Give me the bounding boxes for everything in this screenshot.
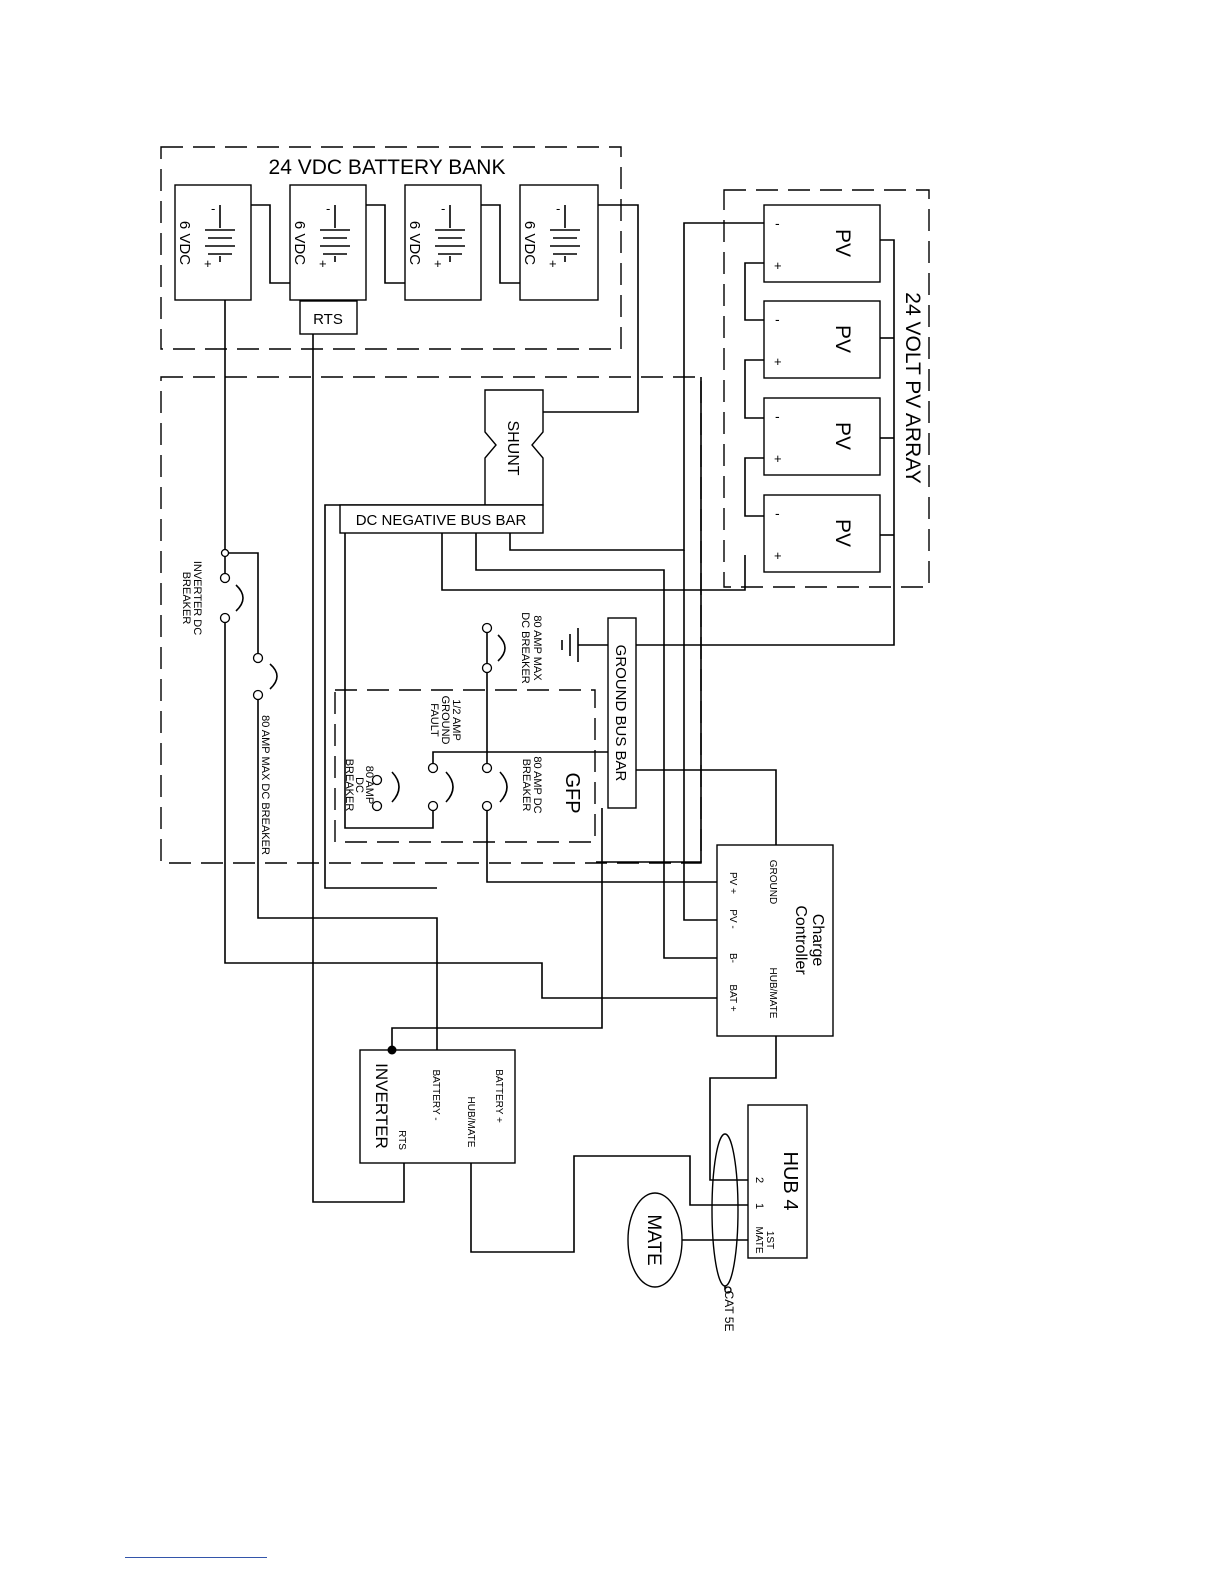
pv-label: PV [831,229,854,257]
gfp-enclosure [334,689,596,843]
inverter-hub-mate-label: HUB/MATE [465,1097,476,1148]
pv-array-enclosure [723,189,930,588]
rts-label: RTS [313,311,343,328]
pv-plus: + [774,354,782,369]
cell-minus: - [211,201,215,216]
hub-first-mate-line-2: MATE [753,1226,764,1253]
cell-minus: - [441,201,445,216]
max-dc-breaker: 80 AMP MAX DC BREAKER [252,652,278,855]
pv-panel-1: PV - + [763,204,881,283]
pv-minus: - [775,215,780,231]
inverter-dc-breaker: INVERTER DC BREAKER [180,548,244,635]
pv-dc-breaker: 80 AMP MAX DC BREAKER [481,612,543,684]
pv-panel-2: PV - + [763,300,881,379]
battery-cell-3: 6 VDC - + [404,184,482,301]
pv-minus: - [775,408,780,424]
cell-label: 6 VDC [521,221,538,265]
cell-minus: - [326,201,330,216]
ground-symbol-icon [561,628,610,662]
shunt: SHUNT [484,389,544,506]
cable-label: CAT 5E [722,1291,736,1332]
shunt-label: SHUNT [504,420,521,475]
gfp-title: GFP [561,772,583,813]
ground-bus-bar-label: GROUND BUS BAR [612,645,629,782]
hub-port-1-label: 1 [753,1203,765,1209]
gfp-breaker-right-line-1: 80 AMP DC [531,756,543,813]
dc-negative-bus-bar: DC NEGATIVE BUS BAR [339,504,544,534]
cell-label: 6 VDC [291,221,308,265]
pv-plus: + [774,258,782,273]
inverter-junction [387,1045,397,1055]
cell-label: 6 VDC [176,221,193,265]
charge-controller-title-1: Charge [809,914,826,967]
max-breaker-label: 80 AMP MAX DC BREAKER [259,715,271,855]
cell-plus: + [549,256,557,271]
battery-bank-enclosure [160,146,622,350]
pv-label: PV [831,519,854,547]
gfp-unit: GFP 1/2 AMP GROUND FAULT 80 AMP DC BREAK… [343,696,583,814]
ground-fault-line-2: GROUND [439,696,451,745]
pv-label: PV [831,325,854,353]
cc-b-minus-label: B- [727,953,738,963]
inverter-battery-minus-label: BATTERY - [430,1069,441,1120]
pv-breaker-line-2: DC BREAKER [519,612,531,684]
charge-controller-title-2: Controller [792,905,809,975]
charge-controller: Charge Controller GROUND HUB/MATE PV + P… [716,844,834,1037]
mate-label: MATE [643,1214,664,1265]
pv-plus: + [774,548,782,563]
battery-bank-title: 24 VDC BATTERY BANK [269,156,506,179]
ground-bus-bar: GROUND BUS BAR [607,617,637,809]
inverter-title: INVERTER [372,1063,391,1149]
pv-label: PV [831,422,854,450]
cell-minus: - [556,201,560,216]
gfp-breaker-right-line-2: BREAKER [520,759,532,812]
inverter-breaker-line-2: BREAKER [180,572,192,625]
cc-pv-minus-label: PV - [727,909,738,928]
pv-panel-3: PV - + [763,397,881,476]
hub-title: HUB 4 [779,1152,801,1211]
hub-port-2-label: 2 [753,1177,765,1183]
cc-pv-plus-label: PV + [727,872,738,894]
inverter-rts-label: RTS [396,1130,407,1150]
gfp-breaker-left-line-3: BREAKER [343,759,355,812]
gfp-breaker-left-line-2: DC [353,777,365,793]
hub-4: HUB 4 2 1 1ST MATE [747,1104,808,1259]
cc-hub-mate-label: HUB/MATE [767,968,778,1019]
battery-cell-2: 6 VDC - + [289,184,367,301]
cat5e-cable-bundle: CAT 5E [711,1133,739,1332]
battery-cell-1: 6 VDC - + [174,184,252,301]
inverter-battery-plus-label: BATTERY + [493,1069,504,1123]
ground-fault-line-3: FAULT [428,703,440,737]
cc-ground-label: GROUND [767,860,778,904]
cell-label: 6 VDC [406,221,423,265]
inverter-breaker-line-1: INVERTER DC [191,561,203,635]
pv-array-title: 24 VOLT PV ARRAY [901,292,924,483]
gfp-breaker-left-line-1: 80 AMP [363,766,375,805]
footnote-separator [125,1557,267,1558]
pv-minus: - [775,505,780,521]
battery-cell-4: 6 VDC - + [519,184,599,301]
cell-plus: + [434,256,442,271]
dc-negative-bus-bar-label: DC NEGATIVE BUS BAR [356,512,527,529]
inverter: INVERTER BATTERY + HUB/MATE BATTERY - RT… [359,1045,516,1164]
ground-fault-line-1: 1/2 AMP [450,699,462,741]
pv-minus: - [775,311,780,327]
pv-breaker-line-1: 80 AMP MAX [531,615,543,681]
cell-plus: + [204,256,212,271]
cell-plus: + [319,256,327,271]
pv-plus: + [774,451,782,466]
hub-first-mate-line-1: 1ST [764,1231,775,1249]
cc-bat-plus-label: BAT + [727,984,738,1011]
mate-remote: MATE [627,1192,683,1288]
battery-rts-sensor: RTS [299,300,358,335]
pv-panel-4: PV - + [763,494,881,573]
